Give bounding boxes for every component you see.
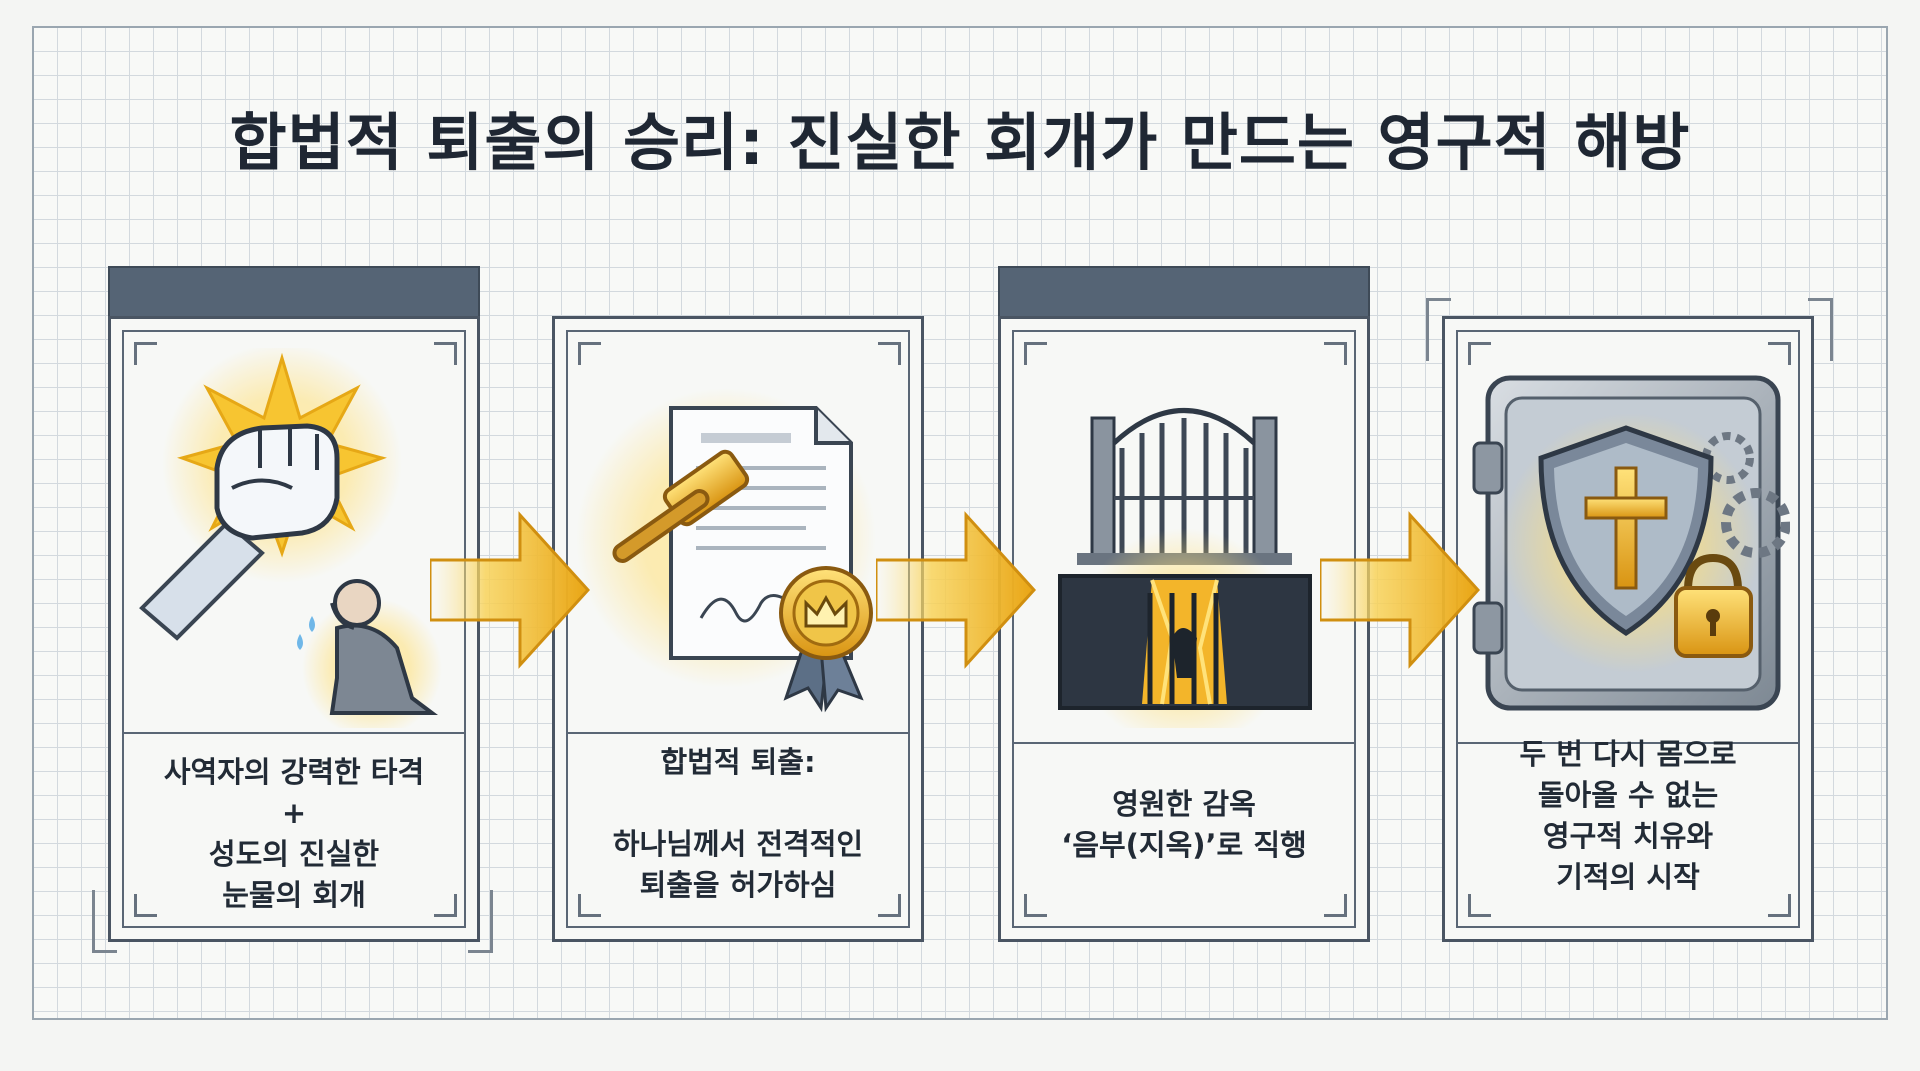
step-panel-2: 합법적 퇴출: 하나님께서 전격적인 퇴출을 허가하심 bbox=[552, 266, 924, 942]
flow-arrow-3-icon bbox=[1320, 511, 1480, 669]
gavel-icon bbox=[612, 449, 750, 563]
fist-impact-icon bbox=[139, 423, 340, 641]
padlock-icon bbox=[1674, 553, 1753, 658]
step-2-caption: 합법적 퇴출: 하나님께서 전격적인 퇴출을 허가하심 bbox=[612, 745, 864, 902]
step-3-illustration bbox=[1058, 408, 1312, 728]
flow-arrow-2-icon bbox=[876, 511, 1036, 669]
step-2-illustration bbox=[576, 388, 876, 713]
step-panel-1: 사역자의 강력한 타격 + 성도의 진실한 눈물의 회개 bbox=[108, 266, 480, 942]
page-title: 합법적 퇴출의 승리: 진실한 회개가 만드는 영구적 해방 bbox=[229, 106, 1691, 179]
panel-header-bar bbox=[998, 266, 1370, 318]
step-3-caption: 영원한 감옥 ‘음부(지옥)’로 직행 bbox=[1061, 787, 1307, 862]
panel-header-bar bbox=[108, 266, 480, 318]
step-1-caption: 사역자의 강력한 타격 + 성도의 진실한 눈물의 회개 bbox=[163, 755, 425, 912]
cross-shield-icon bbox=[1538, 425, 1714, 636]
prison-cell-icon bbox=[1058, 574, 1312, 710]
step-panel-3: 영원한 감옥 ‘음부(지옥)’로 직행 bbox=[998, 266, 1370, 942]
step-4-caption: 두 번 다시 몸으로 돌아올 수 없는 영구적 치유와 기적의 시작 bbox=[1519, 737, 1737, 894]
crown-seal-icon bbox=[779, 566, 873, 713]
step-4-illustration bbox=[1472, 375, 1790, 711]
step-1-illustration bbox=[139, 348, 442, 728]
gear-icon bbox=[1702, 432, 1790, 558]
kneeling-crying-person-icon bbox=[297, 579, 438, 715]
step-panel-4: 두 번 다시 몸으로 돌아올 수 없는 영구적 치유와 기적의 시작 bbox=[1442, 266, 1814, 942]
flow-arrow-1-icon bbox=[430, 511, 590, 669]
